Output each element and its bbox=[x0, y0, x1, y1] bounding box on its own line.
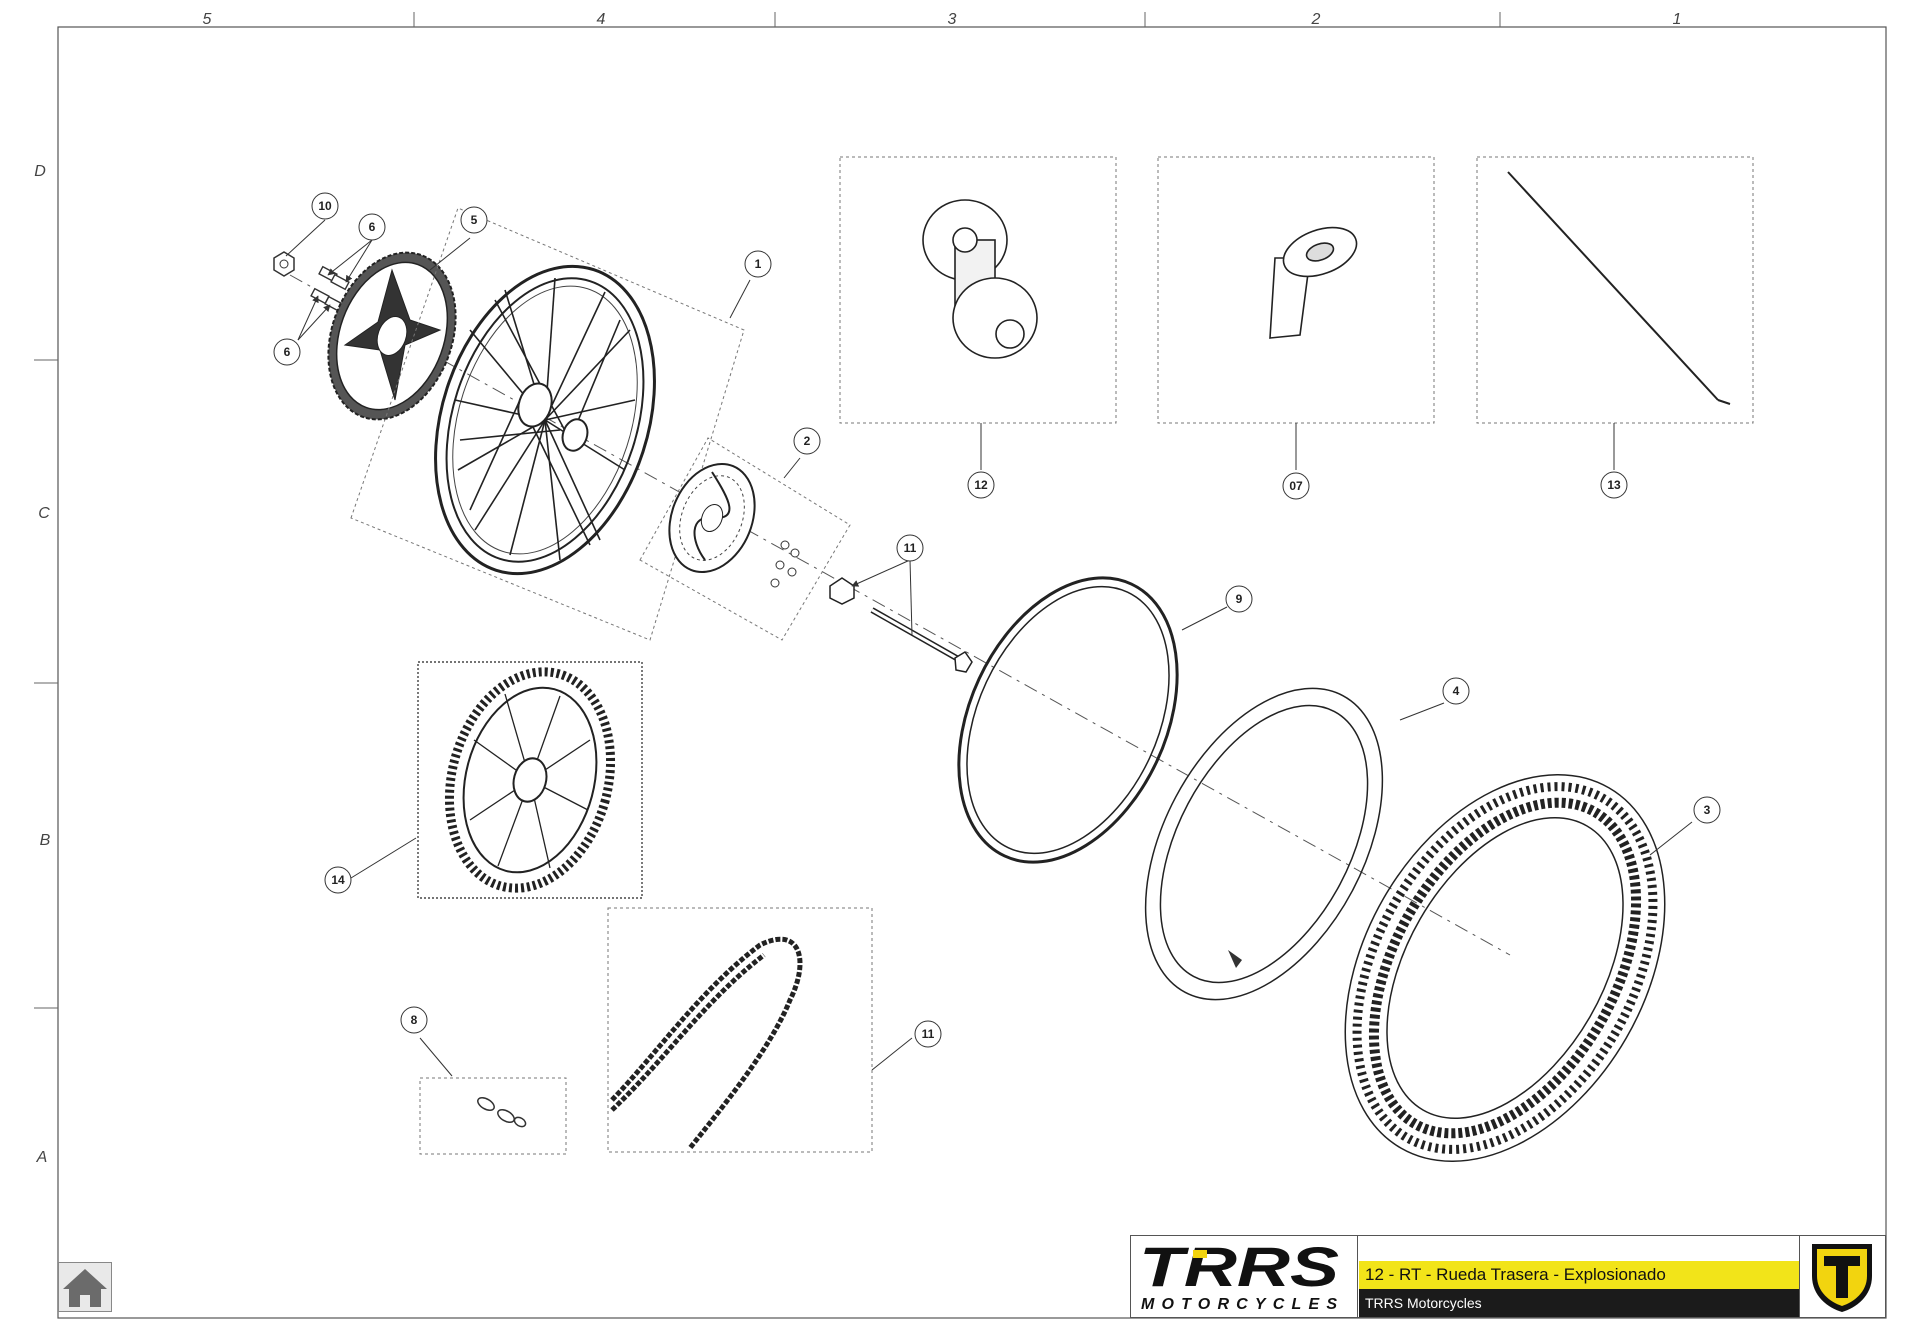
part-rim-band-10 bbox=[957, 576, 1179, 864]
callout-8: 11 bbox=[914, 1020, 942, 1048]
callout-10: 9 bbox=[1225, 585, 1253, 613]
part-tyre-3 bbox=[1344, 773, 1666, 1163]
column-labels: 5 4 3 2 1 bbox=[203, 11, 1682, 28]
leader-lines bbox=[285, 219, 1693, 1077]
column-label: 2 bbox=[1311, 11, 1321, 28]
home-button[interactable] bbox=[58, 1262, 112, 1312]
callout-label: 11 bbox=[904, 541, 917, 555]
part-complete-wheel-14 bbox=[444, 667, 616, 893]
callout-4: 4 bbox=[1442, 677, 1470, 705]
part-8-frame bbox=[607, 907, 873, 1153]
callout-2: 2 bbox=[793, 427, 821, 455]
callout-9: 8 bbox=[400, 1006, 428, 1034]
row-label: B bbox=[40, 832, 51, 849]
column-label: 5 bbox=[203, 11, 212, 28]
callout-13: 13 bbox=[1600, 471, 1628, 499]
part-12-frame bbox=[839, 156, 1117, 424]
row-label: A bbox=[36, 1149, 48, 1166]
part-axle-11 bbox=[829, 577, 973, 673]
column-label: 4 bbox=[597, 11, 606, 28]
part-1-frame bbox=[350, 207, 745, 641]
callout-6b: 6 bbox=[273, 338, 301, 366]
row-label: C bbox=[38, 505, 50, 522]
callout-label: 07 bbox=[1289, 479, 1303, 493]
sheet-border bbox=[57, 26, 1887, 1319]
callout-label: 14 bbox=[331, 873, 345, 887]
callout-label: 6 bbox=[284, 345, 291, 359]
part-inner-tube-4 bbox=[1144, 687, 1384, 1001]
title-block: TRRS MOTORCYCLES 12 - RT - Rueda Trasera… bbox=[1130, 1235, 1886, 1318]
callout-label: 13 bbox=[1607, 478, 1621, 492]
part-valve-07 bbox=[1269, 226, 1358, 339]
callout-label: 9 bbox=[1236, 592, 1243, 606]
logo-subtext: MOTORCYCLES bbox=[1141, 1296, 1337, 1313]
callout-6a: 6 bbox=[358, 213, 386, 241]
callout-label: 11 bbox=[922, 1027, 935, 1041]
callout-11a: 10 bbox=[311, 192, 339, 220]
callout-label: 2 bbox=[804, 434, 811, 448]
row-label: D bbox=[34, 163, 46, 180]
zone-ticks bbox=[34, 12, 1501, 1009]
callout-label: 5 bbox=[471, 213, 478, 227]
part-nut-11 bbox=[273, 251, 295, 277]
part-13-frame bbox=[1476, 156, 1754, 424]
drawing-title: 12 - RT - Rueda Trasera - Explosionado bbox=[1359, 1261, 1799, 1289]
callout-3: 3 bbox=[1693, 796, 1721, 824]
part-spoke-13 bbox=[1507, 171, 1731, 405]
callout-1: 1 bbox=[744, 250, 772, 278]
home-icon bbox=[63, 1269, 107, 1307]
part-chain-8 bbox=[610, 936, 803, 1150]
logo-text: TRRS bbox=[1139, 1236, 1339, 1298]
callouts: 10 6 5 6 1 2 11 9 4 3 12 07 13 14 8 11 bbox=[273, 192, 1721, 1048]
part-brake-disc-2 bbox=[668, 462, 800, 588]
trrs-emblem-icon bbox=[1799, 1236, 1885, 1317]
callout-label: 6 bbox=[369, 220, 376, 234]
part-9-frame bbox=[419, 1077, 567, 1155]
callout-label: 3 bbox=[1704, 803, 1711, 817]
callout-label: 4 bbox=[1453, 684, 1460, 698]
callout-11b: 11 bbox=[896, 534, 924, 562]
column-label: 3 bbox=[948, 11, 957, 28]
part-14-frame bbox=[417, 661, 643, 899]
column-label: 1 bbox=[1673, 11, 1682, 28]
part-2-frame bbox=[639, 437, 851, 641]
part-wheel-1 bbox=[434, 264, 656, 576]
callout-label: 10 bbox=[318, 199, 332, 213]
part-hub-12 bbox=[922, 199, 1038, 359]
company-name: TRRS Motorcycles bbox=[1359, 1289, 1799, 1317]
callout-5: 5 bbox=[460, 206, 488, 234]
callout-07: 07 bbox=[1282, 472, 1310, 500]
assembly-axis bbox=[289, 274, 1511, 956]
callout-14: 14 bbox=[324, 866, 352, 894]
callout-label: 8 bbox=[411, 1013, 418, 1027]
part-chain-link-9 bbox=[477, 1097, 527, 1128]
part-sprocket-5 bbox=[327, 251, 457, 421]
trrs-logo: TRRS MOTORCYCLES bbox=[1131, 1235, 1358, 1317]
callout-12: 12 bbox=[967, 471, 995, 499]
callout-label: 1 bbox=[755, 257, 762, 271]
row-labels: D C B A bbox=[34, 163, 50, 1166]
callout-label: 12 bbox=[974, 478, 988, 492]
